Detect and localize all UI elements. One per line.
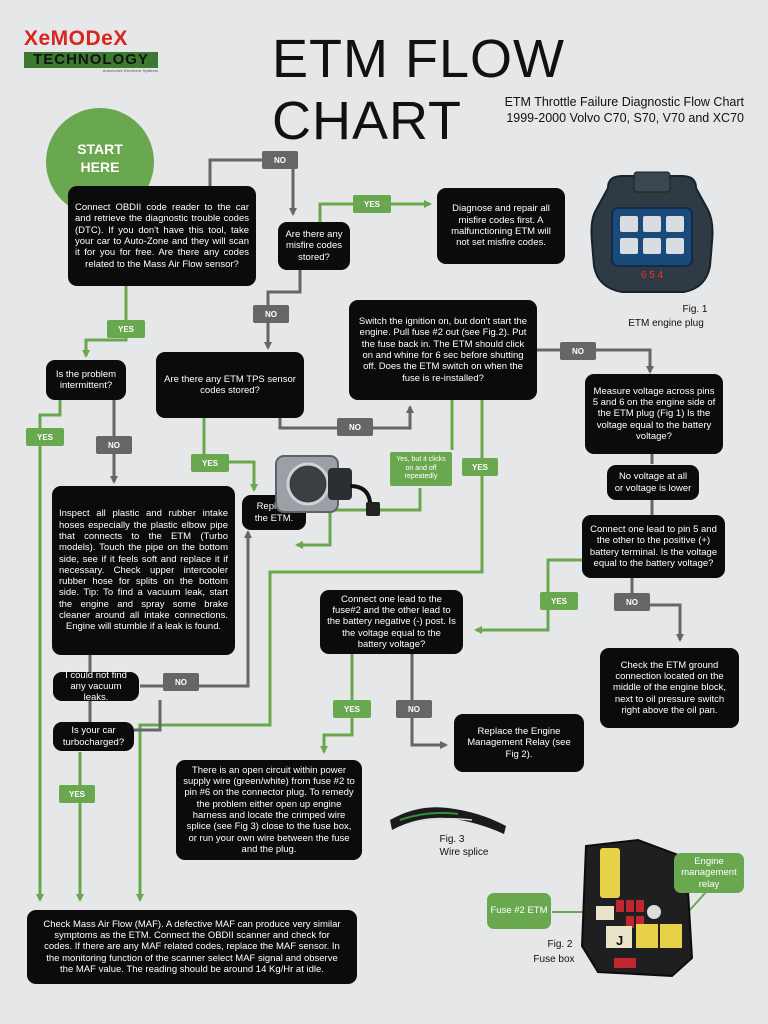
fig1-title: Fig. 1	[682, 304, 708, 315]
connector-fuse2-relay	[410, 654, 448, 749]
no-label-intermittent: NO	[96, 436, 132, 454]
step-check-ground: Check the ETM ground connection located …	[600, 648, 739, 728]
throttle-body-image	[275, 455, 380, 516]
step-tps-codes: Are there any ETM TPS sensor codes store…	[156, 352, 304, 418]
fig1-caption: ETM engine plug	[628, 318, 704, 329]
fig2-fuse-label: Fuse #2 ETM	[487, 893, 551, 929]
fig2-letter-j: J	[616, 933, 624, 948]
fuse-box-image	[580, 838, 694, 978]
step-fuse2-test: Connect one lead to the fuse#2 and the o…	[320, 590, 463, 654]
clicks-label-text: Yes, but it clicks on and off repeatedly	[396, 456, 446, 481]
fig1-pin-numbers: 6 5 4	[641, 270, 664, 281]
yes-label-turbo: YES	[59, 785, 95, 803]
yes-label-intermittent: YES	[26, 428, 64, 446]
yes-label-obd: YES	[107, 320, 145, 338]
connector-misfire-diagnose	[318, 200, 432, 225]
no-label-pin5: NO	[614, 593, 650, 611]
subtitle-line1: ETM Throttle Failure Diagnostic Flow Cha…	[504, 95, 744, 109]
yes-label-fuse2: YES	[333, 700, 371, 718]
step-no-vacuum-leak: I could not find any vacuum leaks.	[53, 670, 139, 703]
clicks-label: Yes, but it clicks on and off repeatedly	[390, 452, 452, 486]
connector-ignition-maf	[136, 400, 484, 902]
step-ignition-fuse-test: Switch the ignition on, but don't start …	[349, 300, 537, 400]
no-label-fuse2: NO	[396, 700, 432, 718]
no-label-ignition: NO	[560, 342, 596, 360]
fig3-caption: Wire splice	[439, 847, 489, 858]
step-turbocharged: Is your car turbocharged?	[53, 722, 134, 751]
no-label-tps: NO	[337, 418, 373, 436]
logo-brand: XeMODeX	[24, 27, 128, 50]
connector-obd-intermittent	[82, 286, 128, 358]
connector-tps-replace	[202, 418, 258, 492]
yes-label-tps: YES	[191, 454, 229, 472]
step-misfire-codes: Are there any misfire codes stored?	[278, 222, 350, 270]
no-label-misfire: NO	[253, 305, 289, 323]
connector-intermittent-maf	[36, 400, 62, 902]
step-obd-scan: Connect OBDII code reader to the car and…	[68, 186, 256, 286]
wire-splice-image	[390, 807, 506, 834]
logo-technology: TECHNOLOGY	[24, 52, 158, 68]
step-diagnose-misfire: Diagnose and repair all misfire codes fi…	[437, 188, 565, 264]
no-label-obd: NO	[262, 151, 298, 169]
logo-tagline: Automotive Electronic Systems	[102, 68, 158, 73]
fig2-caption: Fuse box	[533, 954, 575, 965]
step-replace-relay: Replace the Engine Management Relay (see…	[454, 714, 584, 772]
step-no-voltage: No voltage at all or voltage is lower	[607, 465, 699, 500]
yes-label-misfire: YES	[353, 195, 391, 213]
logo: XeMODeX TECHNOLOGY Automotive Electronic…	[24, 28, 160, 76]
step-inspect-hoses: Inspect all plastic and rubber intake ho…	[52, 486, 235, 655]
connector-obd-misfire	[208, 158, 297, 216]
step-check-maf: Check Mass Air Flow (MAF). A defective M…	[27, 910, 357, 984]
fig2-title: Fig. 2	[547, 939, 573, 950]
yes-label-ignition: YES	[462, 458, 498, 476]
connector-turbo-replace	[134, 700, 162, 732]
step-measure-voltage: Measure voltage across pins 5 and 6 on t…	[585, 374, 723, 454]
fig3-title: Fig. 3	[439, 834, 465, 845]
start-label: START HERE	[77, 141, 123, 175]
etm-plug-figure: 6 5 4	[590, 171, 714, 293]
connector-fuse2-opencircuit	[320, 654, 354, 754]
step-open-circuit: There is an open circuit within power su…	[176, 760, 362, 860]
subtitle-line2: 1999-2000 Volvo C70, S70, V70 and XC70	[506, 111, 744, 125]
step-intermittent: Is the problem intermittent?	[46, 360, 126, 400]
logo-technology-text: TECHNOLOGY	[33, 51, 149, 68]
no-label-novacuum: NO	[163, 673, 199, 691]
fig2-relay-label: Engine management relay	[674, 853, 744, 893]
yes-label-pin5: YES	[540, 592, 578, 610]
step-pin5-test: Connect one lead to pin 5 and the other …	[582, 515, 725, 578]
connector-pin5-ground	[630, 578, 684, 642]
page-title: ETM FLOW CHART	[272, 29, 565, 151]
